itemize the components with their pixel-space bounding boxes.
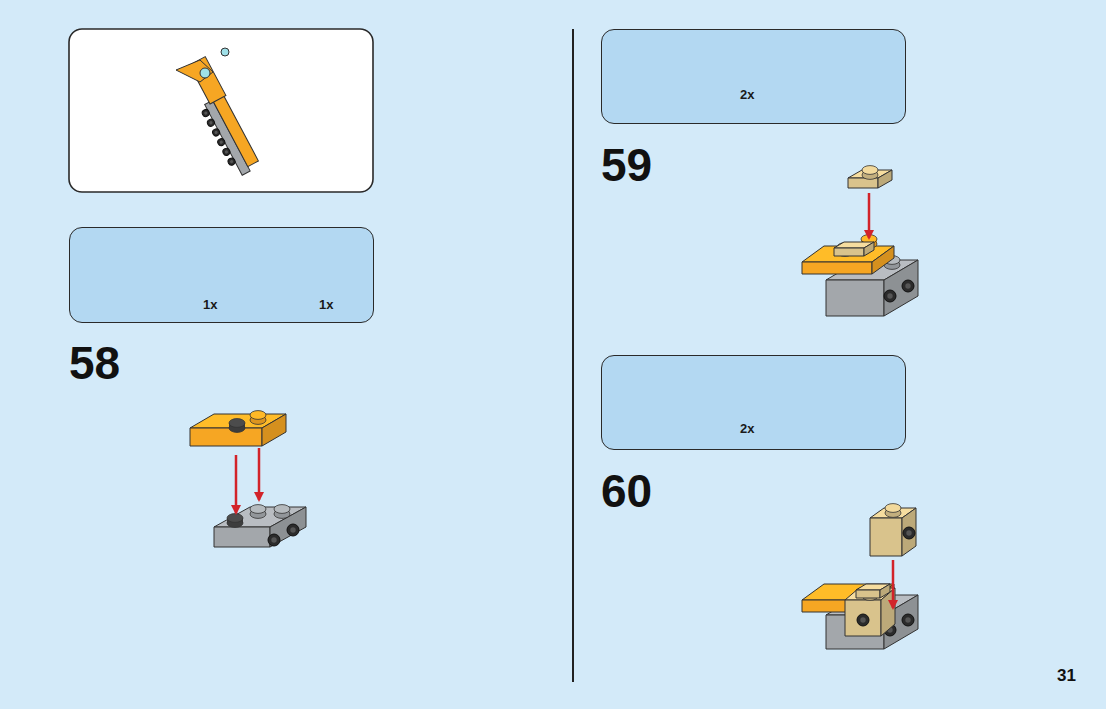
part-count: 1x — [319, 297, 333, 312]
brick — [848, 166, 892, 188]
divider — [572, 29, 574, 682]
parts-box: 1x 1x — [69, 227, 374, 323]
placement-arrow — [235, 455, 238, 513]
brick — [834, 242, 874, 256]
brick — [190, 411, 286, 446]
part-count: 1x — [203, 297, 217, 312]
parts-box: 2x — [601, 355, 906, 450]
placement-arrow — [892, 560, 895, 608]
brick — [214, 505, 306, 547]
page-number: 31 — [1057, 667, 1076, 684]
placement-arrow — [868, 193, 871, 238]
part-count: 2x — [740, 87, 754, 102]
brick — [802, 235, 894, 274]
placement-arrow — [258, 448, 261, 500]
brick — [856, 584, 890, 598]
step-number: 60 — [601, 468, 652, 514]
step-number: 59 — [601, 142, 652, 188]
submodel-box — [69, 29, 373, 192]
parts-box: 2x — [601, 29, 906, 124]
part-count: 2x — [740, 421, 754, 436]
step-number: 58 — [69, 340, 120, 386]
brick — [870, 504, 916, 556]
